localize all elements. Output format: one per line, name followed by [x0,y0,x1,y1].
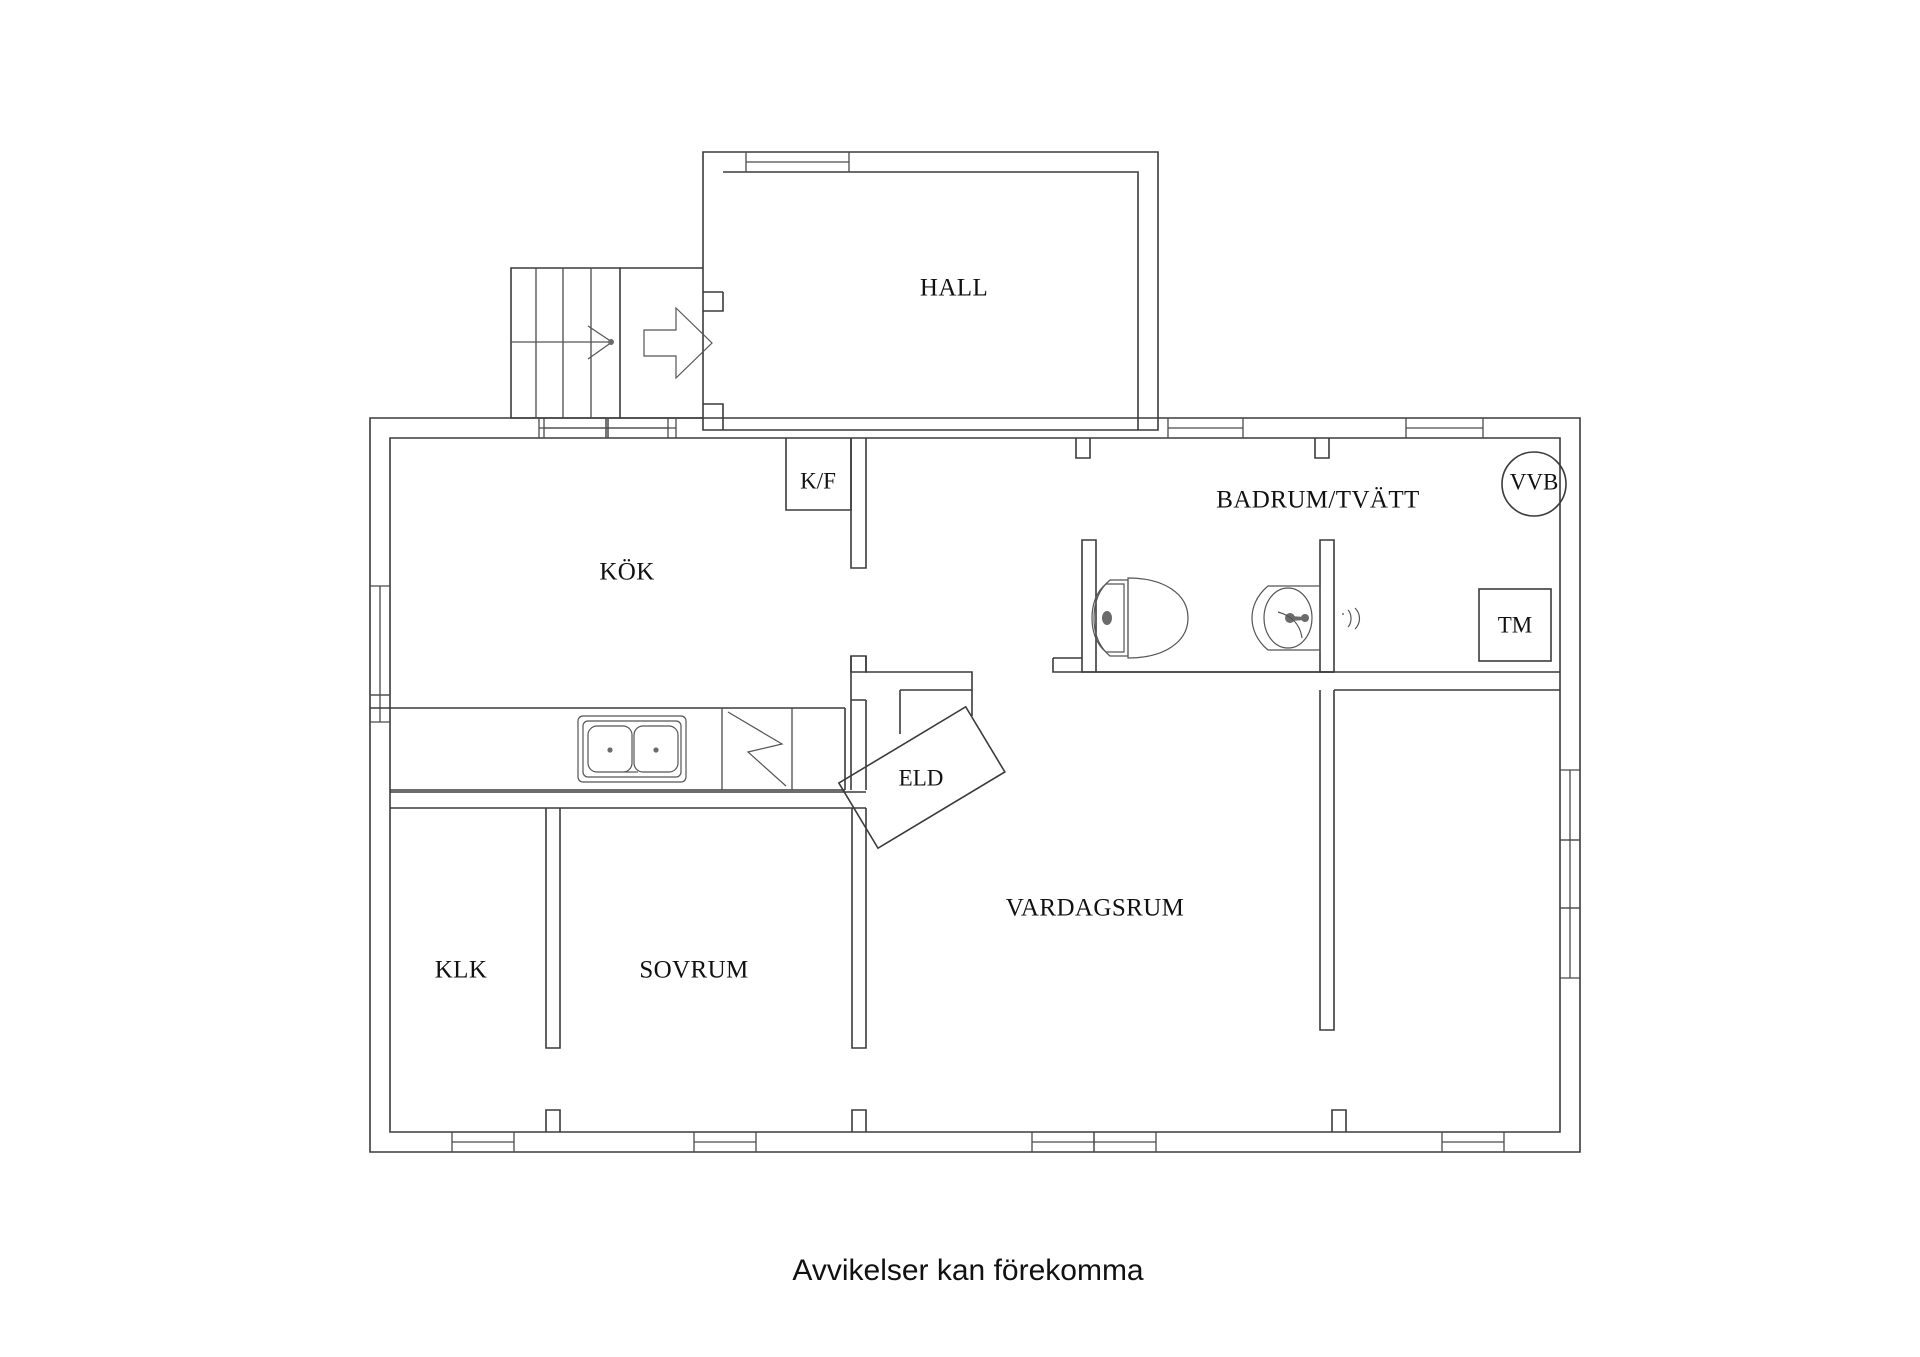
room-label-sovrum: SOVRUM [639,957,748,984]
building-outer-walls [369,417,1581,1153]
kitchen-right-partition [850,438,867,569]
room-label-eld: ELD [899,765,944,790]
cooktop-symbol [727,711,787,787]
right-wall-windows [1560,769,1580,979]
hall-walls [702,151,1159,431]
room-label-tm: TM [1498,612,1533,637]
washing-machine-box [1478,588,1552,662]
room-label-vardagsrum: VARDAGSRUM [1006,895,1185,922]
room-label-badrum: BADRUM/TVÄTT [1216,487,1419,514]
entry-threshold-window [538,418,677,438]
disclaimer-caption: Avvikelser kan förekomma [792,1254,1144,1287]
fireplace-flue-connector [899,690,973,734]
toilet-fixture [1091,577,1189,659]
room-label-vvb: VVB [1510,469,1559,494]
room-label-klk: KLK [435,957,488,984]
left-wall-windows [370,585,390,723]
water-heater-symbol [1501,451,1567,517]
room-labels: HALL KÖK K/F BADRUM/TVÄTT VVB TM ELD VAR… [435,275,1559,984]
bottom-wall-windows [451,1109,1505,1152]
bathroom-partitions [1052,539,1560,1031]
washbasin-fixture [1251,585,1361,651]
kitchen-counter [370,707,846,791]
entrance-direction-arrow [643,306,713,380]
bedroom-closet-partitions [390,791,867,1049]
fireplace-symbol [837,705,1006,850]
double-kitchen-sink [577,715,687,783]
staircase-symbol [510,267,703,419]
room-label-hall: HALL [920,275,988,302]
room-label-kok: KÖK [599,559,654,586]
room-label-kf: K/F [800,468,836,493]
